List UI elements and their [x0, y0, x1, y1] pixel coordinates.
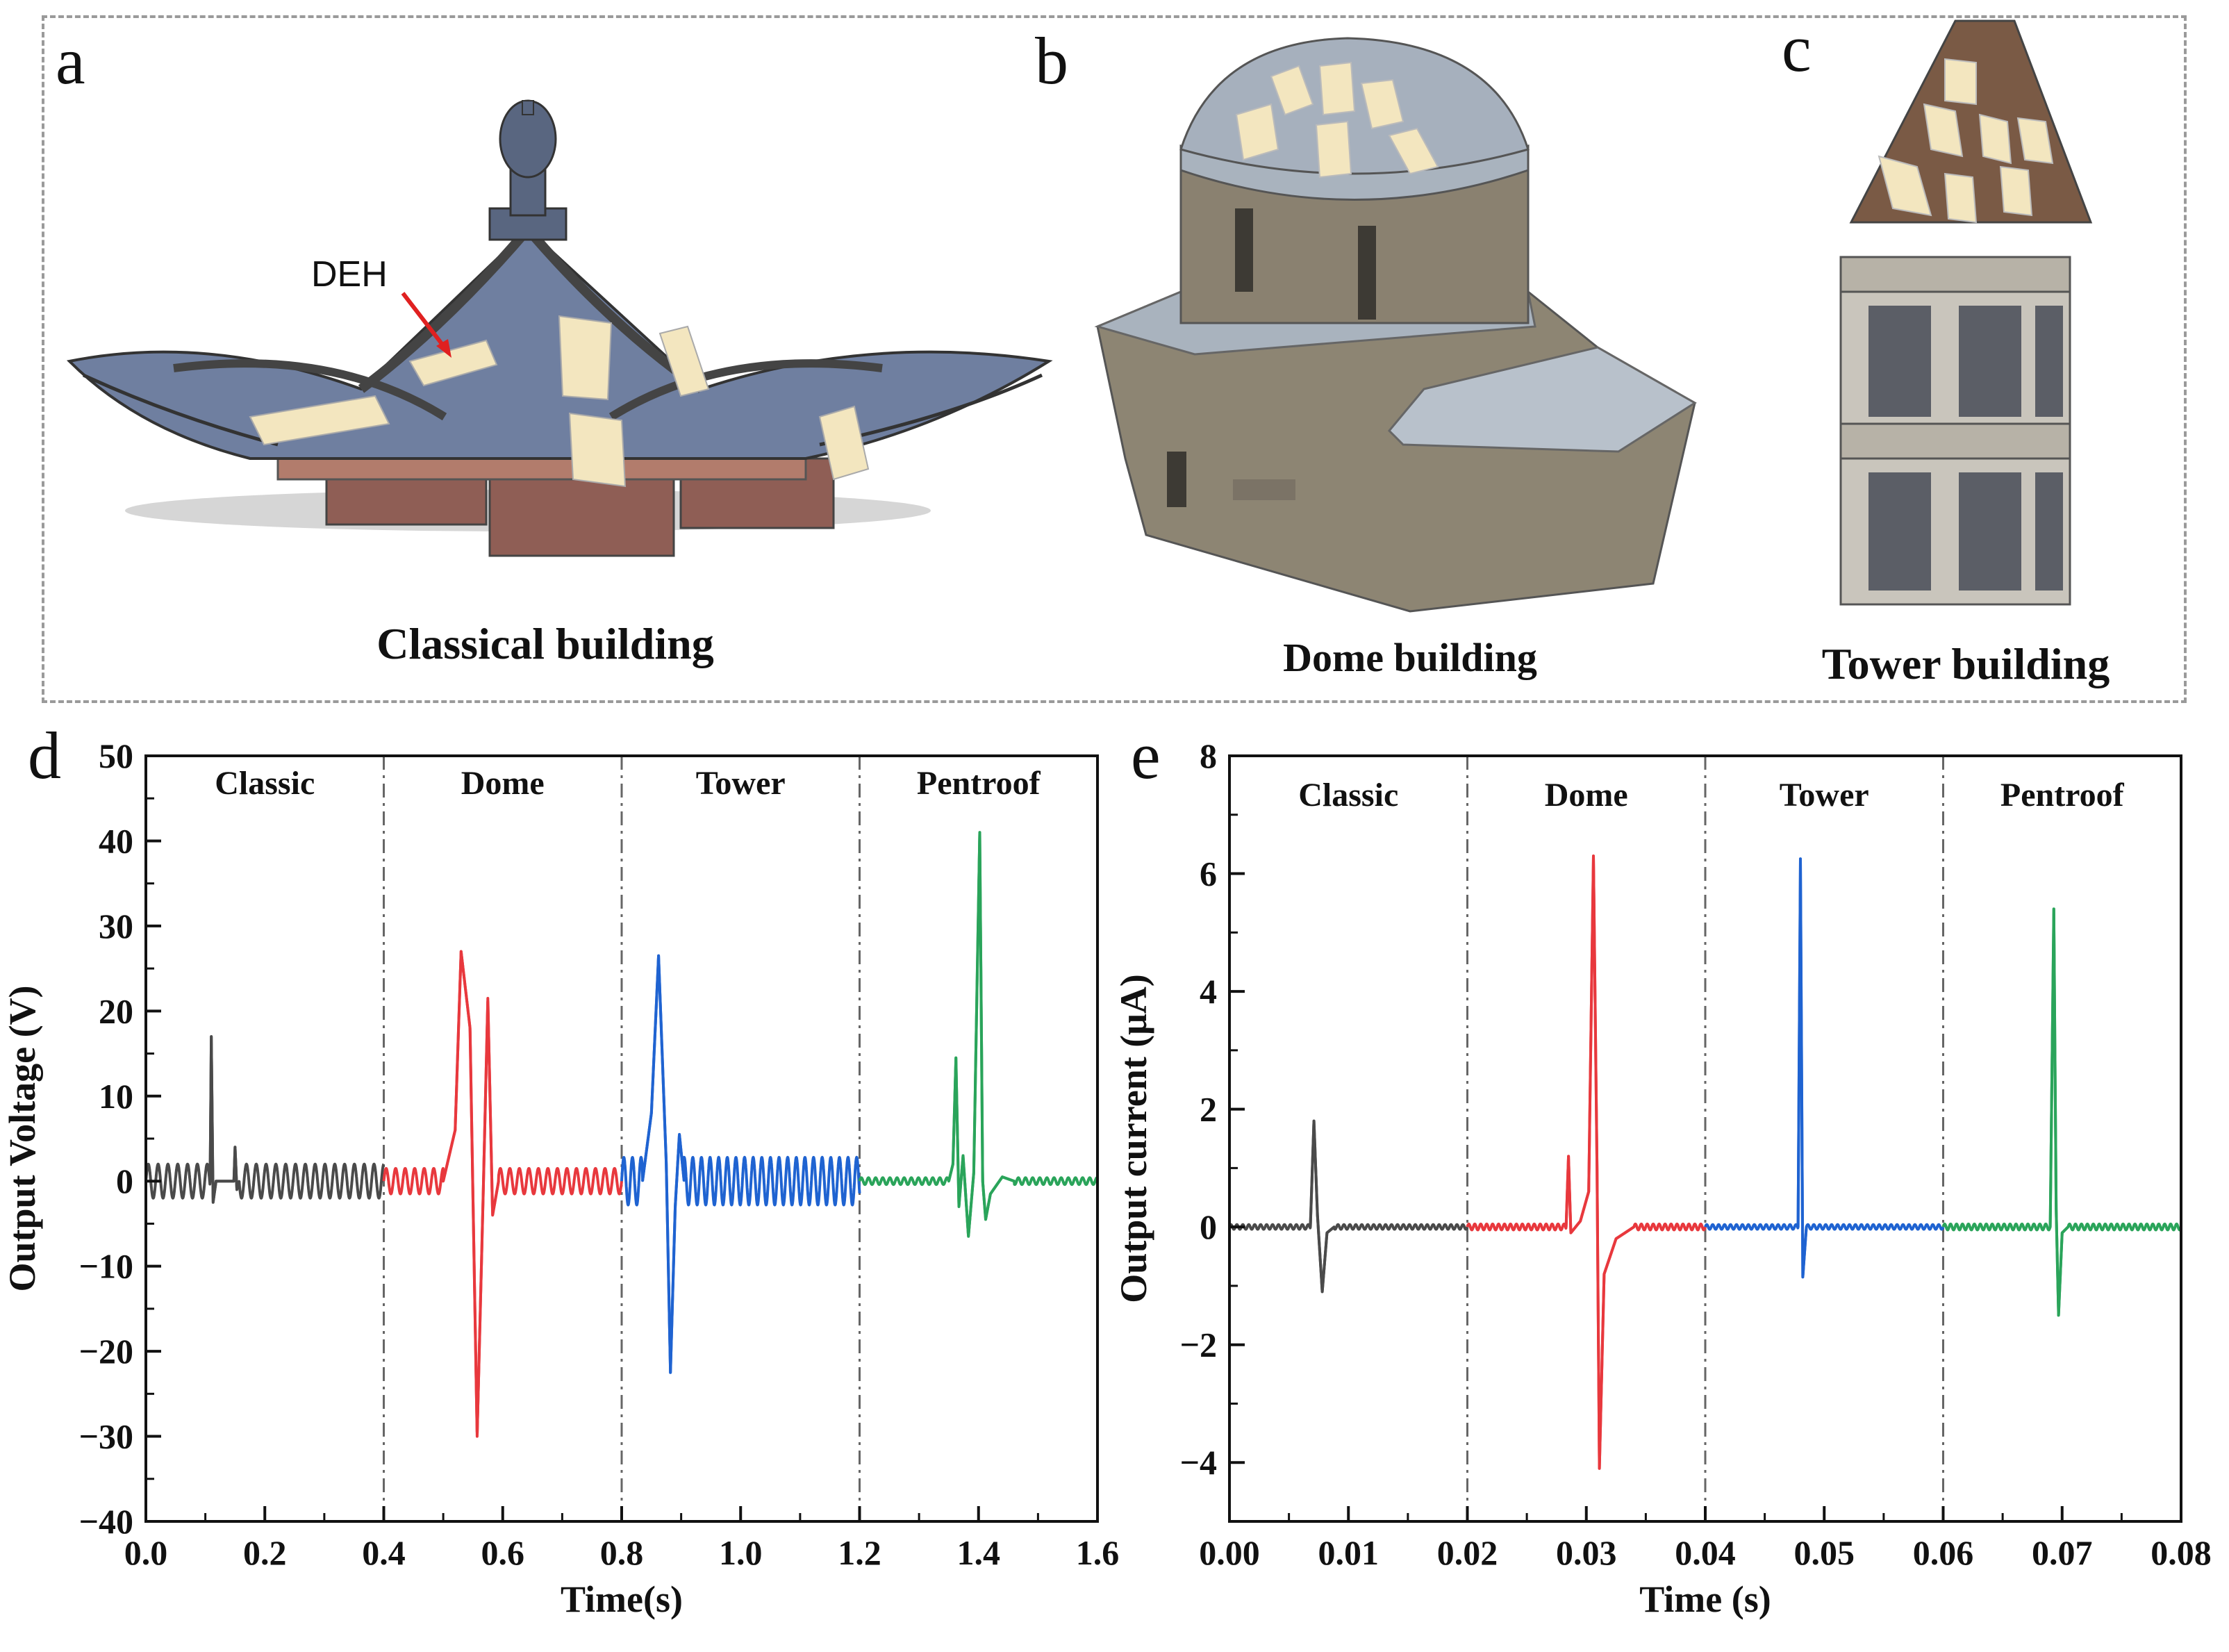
d-x-tick-label-4: 0.8	[600, 1533, 644, 1572]
panel-letter-e: e	[1131, 718, 1161, 793]
current-y-axis-label: Output current (μA)	[1113, 974, 1154, 1303]
classical-building-illustration: DEH	[66, 99, 1053, 557]
d-x-tick-label-5: 1.0	[719, 1533, 763, 1572]
e-y-tick-label-3: 2	[1200, 1090, 1217, 1129]
e-x-tick-label-0: 0.00	[1199, 1533, 1260, 1572]
d-x-tick-label-1: 0.2	[243, 1533, 287, 1572]
panel-letter-a: a	[56, 24, 85, 98]
e-series-classic-peaks	[1309, 1119, 1335, 1294]
d-series-dome-peaks	[442, 950, 500, 1438]
d-x-tick-label-2: 0.4	[362, 1533, 406, 1572]
dome-building-illustration	[1094, 37, 1697, 613]
d-y-tick-label-5: 10	[99, 1077, 133, 1116]
voltage-y-axis-label: Output Voltage (V)	[1, 985, 43, 1291]
d-y-tick-label-3: −10	[79, 1247, 134, 1286]
d-segment-label-tower: Tower	[696, 765, 786, 802]
d-series-tower-peaks	[641, 954, 686, 1374]
d-y-tick-label-9: 50	[99, 736, 133, 775]
caption-classical-building: Classical building	[376, 619, 714, 668]
e-y-tick-label-4: 4	[1200, 972, 1217, 1011]
e-segment-label-tower: Tower	[1780, 777, 1869, 813]
d-y-tick-label-0: −40	[79, 1502, 134, 1541]
panel-letter-b: b	[1035, 24, 1068, 98]
d-segment-label-classic: Classic	[215, 765, 315, 802]
e-series-tower-peaks	[1796, 857, 1808, 1279]
d-x-tick-label-7: 1.4	[957, 1533, 1001, 1572]
e-y-tick-label-2: 0	[1200, 1207, 1217, 1246]
e-series-classic	[1228, 1119, 1469, 1294]
d-x-tick-label-8: 1.6	[1076, 1533, 1120, 1572]
panel-letter-c: c	[1782, 11, 1812, 85]
panel-letter-d: d	[28, 718, 61, 793]
e-x-tick-label-1: 0.01	[1318, 1533, 1379, 1572]
d-y-tick-label-7: 30	[99, 907, 133, 945]
e-segment-label-pentroof: Pentroof	[2000, 777, 2125, 813]
e-segment-label-dome: Dome	[1545, 777, 1628, 813]
d-series-classic-peaks	[208, 1035, 241, 1204]
caption-dome-building: Dome building	[1283, 635, 1537, 680]
d-y-tick-label-1: −30	[79, 1417, 134, 1456]
d-series-dome	[382, 950, 623, 1435]
e-y-tick-label-6: 8	[1200, 736, 1217, 775]
deh-annotation: DEH	[311, 254, 388, 295]
e-x-tick-label-3: 0.03	[1556, 1533, 1617, 1572]
e-series-pentroof-peaks	[2048, 907, 2069, 1317]
e-x-tick-label-8: 0.08	[2151, 1533, 2212, 1572]
voltage-x-axis-label: Time(s)	[561, 1578, 683, 1620]
e-x-tick-label-2: 0.02	[1437, 1533, 1498, 1572]
e-series-dome-peaks	[1564, 854, 1635, 1470]
current-x-axis-label: Time (s)	[1639, 1578, 1771, 1620]
building-illustrations: DEH	[66, 19, 2093, 613]
d-y-tick-label-8: 40	[99, 821, 133, 860]
d-y-tick-label-6: 20	[99, 991, 133, 1030]
d-y-tick-label-2: −20	[79, 1332, 134, 1371]
d-segment-label-dome: Dome	[461, 765, 545, 802]
e-y-tick-label-5: 6	[1200, 854, 1217, 893]
caption-tower-building: Tower building	[1821, 639, 2110, 688]
e-series-dome	[1466, 854, 1707, 1470]
d-y-tick-label-4: 0	[116, 1162, 133, 1200]
d-series-pentroof-peaks	[947, 831, 1015, 1238]
d-x-tick-label-3: 0.6	[481, 1533, 525, 1572]
e-y-tick-label-0: −4	[1180, 1443, 1218, 1482]
d-x-tick-label-0: 0.0	[124, 1533, 168, 1572]
e-x-tick-label-7: 0.07	[2032, 1533, 2093, 1572]
e-x-tick-label-4: 0.04	[1675, 1533, 1736, 1572]
illustration-frame	[42, 15, 2187, 703]
tower-building-illustration	[1839, 19, 2093, 606]
e-y-tick-label-1: −2	[1180, 1325, 1218, 1364]
d-segment-label-pentroof: Pentroof	[917, 765, 1041, 802]
e-series-tower	[1704, 857, 1945, 1279]
e-x-tick-label-6: 0.06	[1913, 1533, 1974, 1572]
deh-arrow	[401, 292, 447, 349]
d-series-classic	[144, 1035, 386, 1203]
e-x-tick-label-5: 0.05	[1794, 1533, 1855, 1572]
d-x-tick-label-6: 1.2	[838, 1533, 881, 1572]
e-segment-label-classic: Classic	[1298, 777, 1398, 813]
